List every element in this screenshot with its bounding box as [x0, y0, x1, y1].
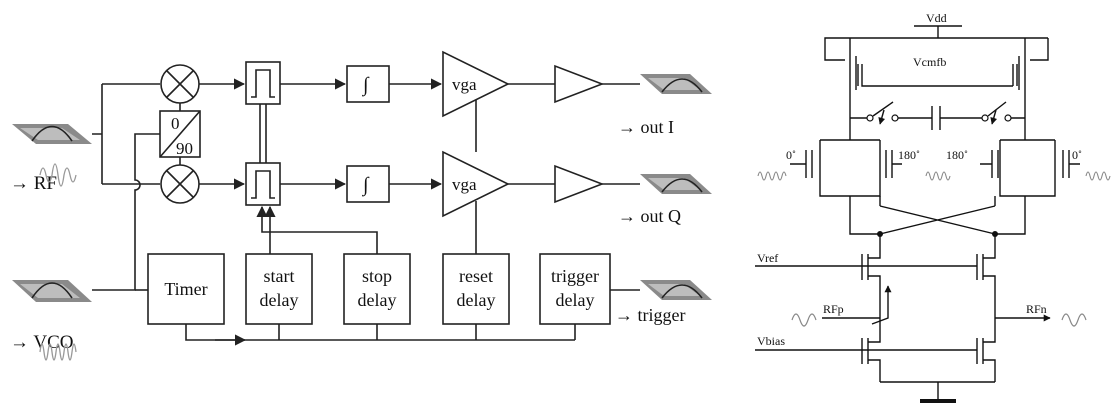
pmos-left-feedback	[824, 37, 845, 61]
vco-antenna-icon	[12, 280, 92, 302]
switch-left-node	[866, 114, 874, 122]
pmos-right-feedback	[1030, 38, 1049, 61]
switch-left-arrow	[878, 109, 886, 125]
cross-coupled-wires	[849, 196, 1026, 235]
vga-q-block	[442, 150, 510, 218]
vbias-transistors	[755, 330, 996, 382]
timer-label: Timer	[164, 279, 207, 299]
right-circuit-schematic: Vdd Vcmfb 0˚ 180˚ 180˚ 0˚	[755, 11, 1111, 403]
rf-mid-wires	[879, 310, 996, 330]
out-i-antenna-icon	[640, 74, 712, 94]
timer-bus-wire	[185, 324, 575, 341]
mixer-q-icon	[160, 164, 200, 204]
trigger-delay-label-2: delay	[556, 290, 595, 310]
vdd-rail	[914, 25, 962, 38]
sine-left-icon	[757, 171, 787, 181]
sine-right-icon	[1085, 171, 1111, 181]
vga-q-label: vga	[452, 175, 477, 194]
trigger-delay-label-1: trigger	[551, 266, 599, 286]
vco-signal-icon	[39, 343, 77, 361]
ground-wire	[880, 381, 995, 400]
vref-transistor-left	[755, 250, 881, 310]
vga-i-label: vga	[452, 75, 477, 94]
phase-shifter-bottom-label: 90	[176, 139, 193, 158]
rfn-signal-icon	[1061, 313, 1087, 327]
rf-signal-icon	[39, 163, 77, 187]
cross-stub	[879, 196, 996, 206]
switched-cap-wire	[850, 106, 1025, 130]
trigger-output-label: → trigger	[615, 305, 685, 325]
out-q-label: → out Q	[618, 206, 681, 226]
phase-shifter-block	[159, 110, 201, 158]
cross-coupling	[879, 205, 996, 235]
stop-delay-label-2: delay	[358, 290, 397, 310]
start-delay-label-2: delay	[260, 290, 299, 310]
integrator-q-label: ∫	[361, 174, 370, 197]
phase-180-left-label: 180˚	[898, 148, 920, 162]
switch-right-arrow	[990, 109, 998, 125]
gate-q-block	[245, 162, 281, 206]
reset-delay-label-2: delay	[457, 290, 496, 310]
vref-transistor-right	[862, 250, 996, 310]
rf-antenna-icon	[12, 124, 92, 144]
mid-rail	[849, 104, 1026, 140]
vco-wire	[92, 133, 160, 291]
trigger-delay-block	[539, 253, 611, 325]
rf-split-wire	[92, 83, 160, 185]
reset-delay-label-1: reset	[459, 266, 493, 286]
out-q-antenna-icon	[640, 174, 712, 194]
timer-block	[147, 253, 225, 325]
switch-right-icon	[987, 101, 1007, 117]
load-out-wire	[849, 90, 1026, 104]
reset-delay-block	[442, 253, 510, 325]
switch-right-node	[981, 114, 989, 122]
buffer-q-block	[554, 164, 605, 204]
trigger-antenna-icon	[640, 280, 712, 300]
out-i-label: → out I	[618, 117, 674, 137]
start-delay-block	[245, 253, 313, 325]
diff-pair-top	[819, 139, 1056, 186]
stop-delay-label-1: stop	[362, 266, 392, 286]
switch-right-node-2	[1004, 114, 1012, 122]
sine-center-icon	[925, 171, 951, 181]
phase-0-left-label: 0˚	[786, 148, 796, 162]
rfn-label: RFn	[1026, 302, 1047, 316]
switch-left-icon	[872, 101, 894, 117]
left-block-diagram: → RF → VCO 0 90	[10, 50, 712, 361]
mixer-i-icon	[160, 64, 200, 104]
phase-180-right-label: 180˚	[946, 148, 968, 162]
pmos-loads	[849, 56, 1026, 90]
stop-delay-block	[343, 253, 411, 325]
gate-i-block	[245, 61, 281, 105]
lower-drain-wires	[879, 234, 996, 250]
top-rail	[835, 37, 1048, 56]
rf-input-label: → RF	[10, 173, 57, 194]
start-delay-label-1: start	[264, 266, 295, 286]
rfp-current-arrow	[871, 285, 892, 325]
rfp-signal-icon	[791, 313, 817, 327]
buffer-i-block	[554, 64, 605, 104]
diff-pair-tails	[819, 186, 1056, 197]
stop-delay-wire	[256, 205, 378, 254]
rfp-label: RFp	[823, 302, 844, 316]
vdd-label: Vdd	[926, 11, 947, 25]
integrator-q-block	[346, 165, 390, 203]
integrator-i-label: ∫	[361, 74, 370, 97]
vcmfb-label: Vcmfb	[913, 55, 946, 69]
vref-label: Vref	[757, 251, 778, 265]
vco-input-label: → VCO	[10, 332, 74, 353]
switch-left-node-2	[891, 114, 899, 122]
gate-link-wire	[259, 104, 267, 163]
phase-shifter-top-label: 0	[171, 114, 180, 133]
vbias-label: Vbias	[757, 334, 785, 348]
timer-bus-taps	[278, 324, 576, 340]
phase-0-right-label: 0˚	[1072, 148, 1082, 162]
